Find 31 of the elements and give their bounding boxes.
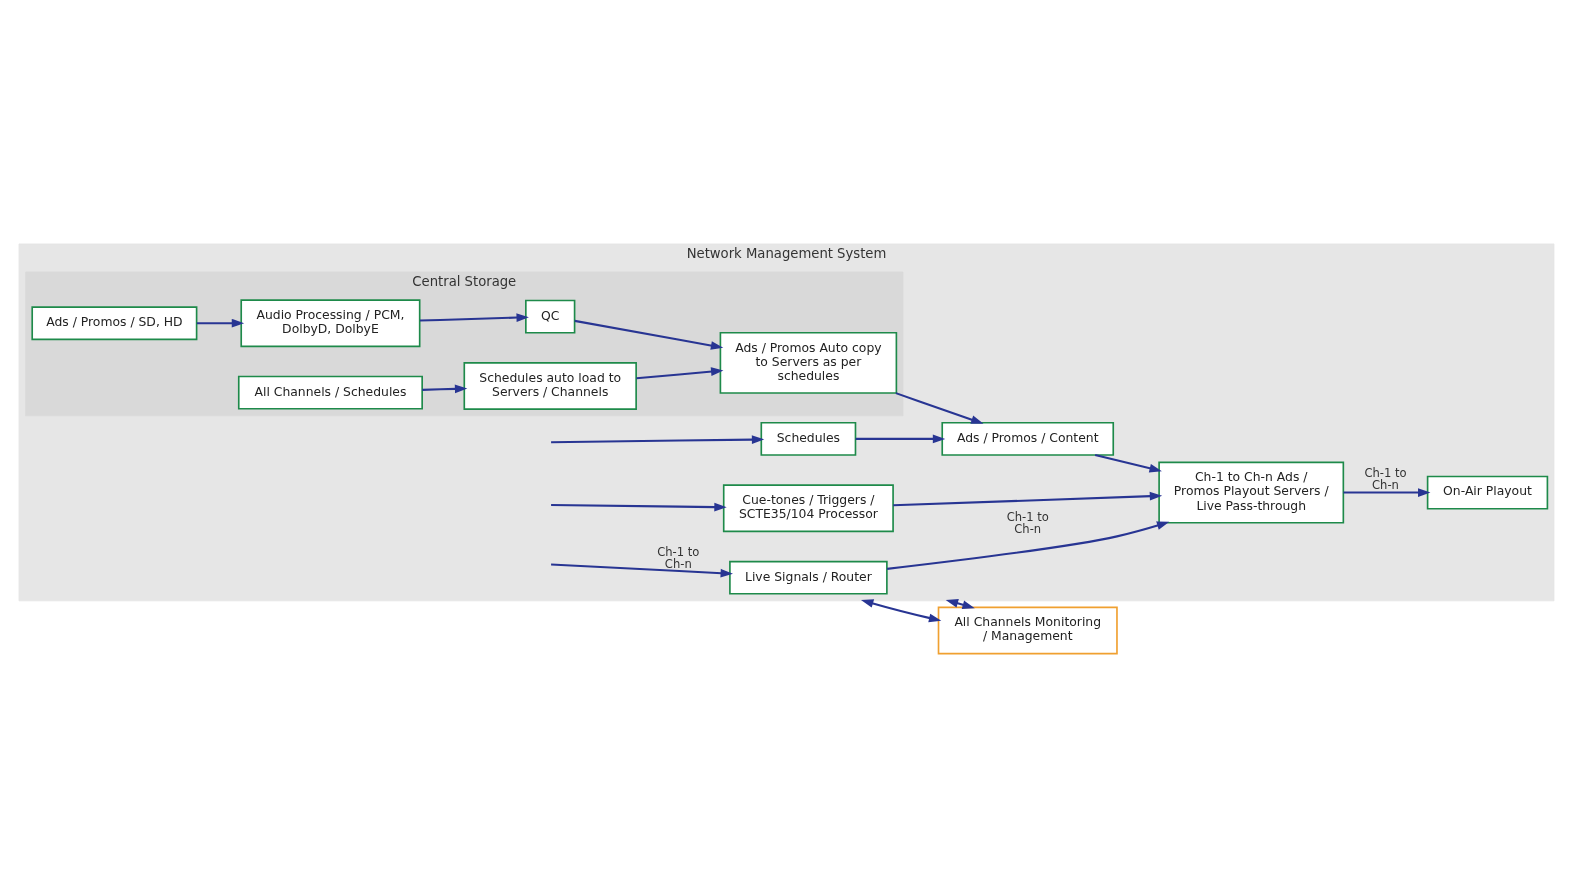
node-box: Ads / Promos / SD, HD [31, 305, 198, 340]
arrow [636, 366, 724, 379]
node-box: Audio Processing / PCM, DolbyD, DolbyE [240, 298, 421, 347]
arrow [551, 502, 727, 511]
node-box: Ch-1 to Ch-n Ads / Promos Playout Servers / Live Pass-through [1158, 461, 1345, 524]
node-box: Schedules [760, 421, 857, 456]
edge-label: Ch-1 to Ch-n [657, 544, 700, 571]
arrow [419, 312, 529, 322]
node-box: On-Air Playout [1426, 475, 1549, 510]
arrow [886, 520, 1170, 570]
node-box: Ads / Promos / Content [941, 421, 1115, 456]
node-box: Live Signals / Router [729, 560, 888, 595]
arrow [551, 562, 733, 578]
node-box: Cue-tones / Triggers / SCTE35/104 Processor [722, 483, 894, 532]
node-box: Schedules auto load to Servers / Channels [463, 361, 637, 410]
arrow [551, 434, 765, 444]
node-box: Ads / Promos Auto copy to Servers as per schedules [719, 331, 898, 394]
arrow [196, 318, 245, 328]
arrow [895, 391, 984, 424]
edge-label: Ch-1 to Ch-n [1006, 509, 1049, 536]
arrow [422, 384, 468, 393]
edge-label: Ch-1 to Ch-n [1364, 465, 1407, 492]
arrow [574, 319, 724, 350]
arrow [893, 491, 1163, 506]
node-box: All Channels / Schedules [237, 375, 423, 410]
arrow [1343, 487, 1431, 497]
arrow [860, 598, 942, 622]
node-box: All Channels Monitoring / Management [937, 606, 1118, 655]
arrow [1094, 453, 1162, 472]
arrow [855, 434, 946, 443]
node-box: QC [525, 299, 576, 334]
